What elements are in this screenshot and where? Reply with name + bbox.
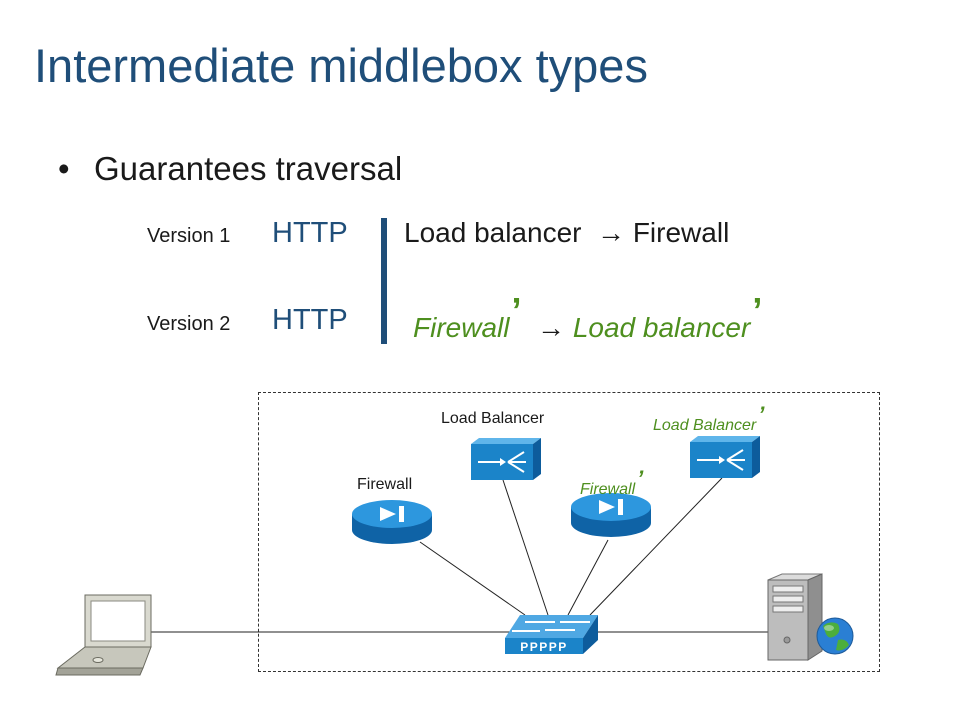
- version-2-protocol: HTTP: [272, 304, 348, 336]
- network-boundary: [258, 392, 880, 672]
- load-balancer-label: Load Balancer: [441, 410, 545, 427]
- version-1-chain: Load balancer → Firewall: [404, 217, 729, 249]
- firewall-prime-icon: [571, 493, 651, 537]
- version-2-first: Firewall: [413, 312, 510, 343]
- arrow-icon: →: [597, 217, 626, 248]
- connection-lines: [150, 477, 770, 633]
- link-firewall: [419, 541, 526, 616]
- bullet-text: Guarantees traversal: [94, 150, 403, 187]
- prime-mark: ’: [752, 290, 763, 331]
- prime-mark: ’: [511, 290, 522, 331]
- firewall-icon: [352, 500, 432, 544]
- firewall-prime-label: Firewall’: [580, 466, 643, 500]
- prime-mark: ’: [758, 402, 765, 427]
- globe-icon: [816, 617, 854, 655]
- link-load-balancer: [502, 479, 549, 616]
- version-1-second: Firewall: [632, 217, 730, 248]
- version-2-second: Load balancer: [572, 312, 751, 343]
- prime-mark: ’: [637, 466, 644, 491]
- bullet-item: • Guarantees traversal: [58, 150, 402, 188]
- load-balancer-icon: [471, 438, 541, 480]
- protocol-divider: [381, 218, 387, 344]
- laptop-icon: [55, 594, 152, 676]
- load-balancer-prime-text: Load Balancer: [653, 417, 757, 434]
- firewall-prime-text: Firewall: [580, 481, 636, 498]
- load-balancer-prime-icon: [690, 436, 760, 478]
- version-2-label: Version 2: [147, 313, 231, 335]
- slide-title: Intermediate middlebox types: [34, 39, 648, 92]
- version-1-first: Load balancer: [404, 217, 582, 248]
- version-2-chain: Firewall’ → Load balancer’: [413, 290, 762, 346]
- version-1-label: Version 1: [147, 225, 231, 247]
- load-balancer-prime-label: Load Balancer’: [653, 402, 764, 436]
- arrow-icon: →: [537, 312, 566, 343]
- link-firewall-prime: [567, 539, 609, 616]
- switch-icon: PPPPP: [505, 615, 598, 654]
- server-icon: [767, 573, 823, 661]
- version-1-protocol: HTTP: [272, 217, 348, 249]
- link-load-balancer-prime: [589, 477, 723, 616]
- firewall-label: Firewall: [357, 476, 413, 493]
- bullet-dot: •: [58, 150, 70, 187]
- switch-label: PPPPP: [520, 640, 568, 654]
